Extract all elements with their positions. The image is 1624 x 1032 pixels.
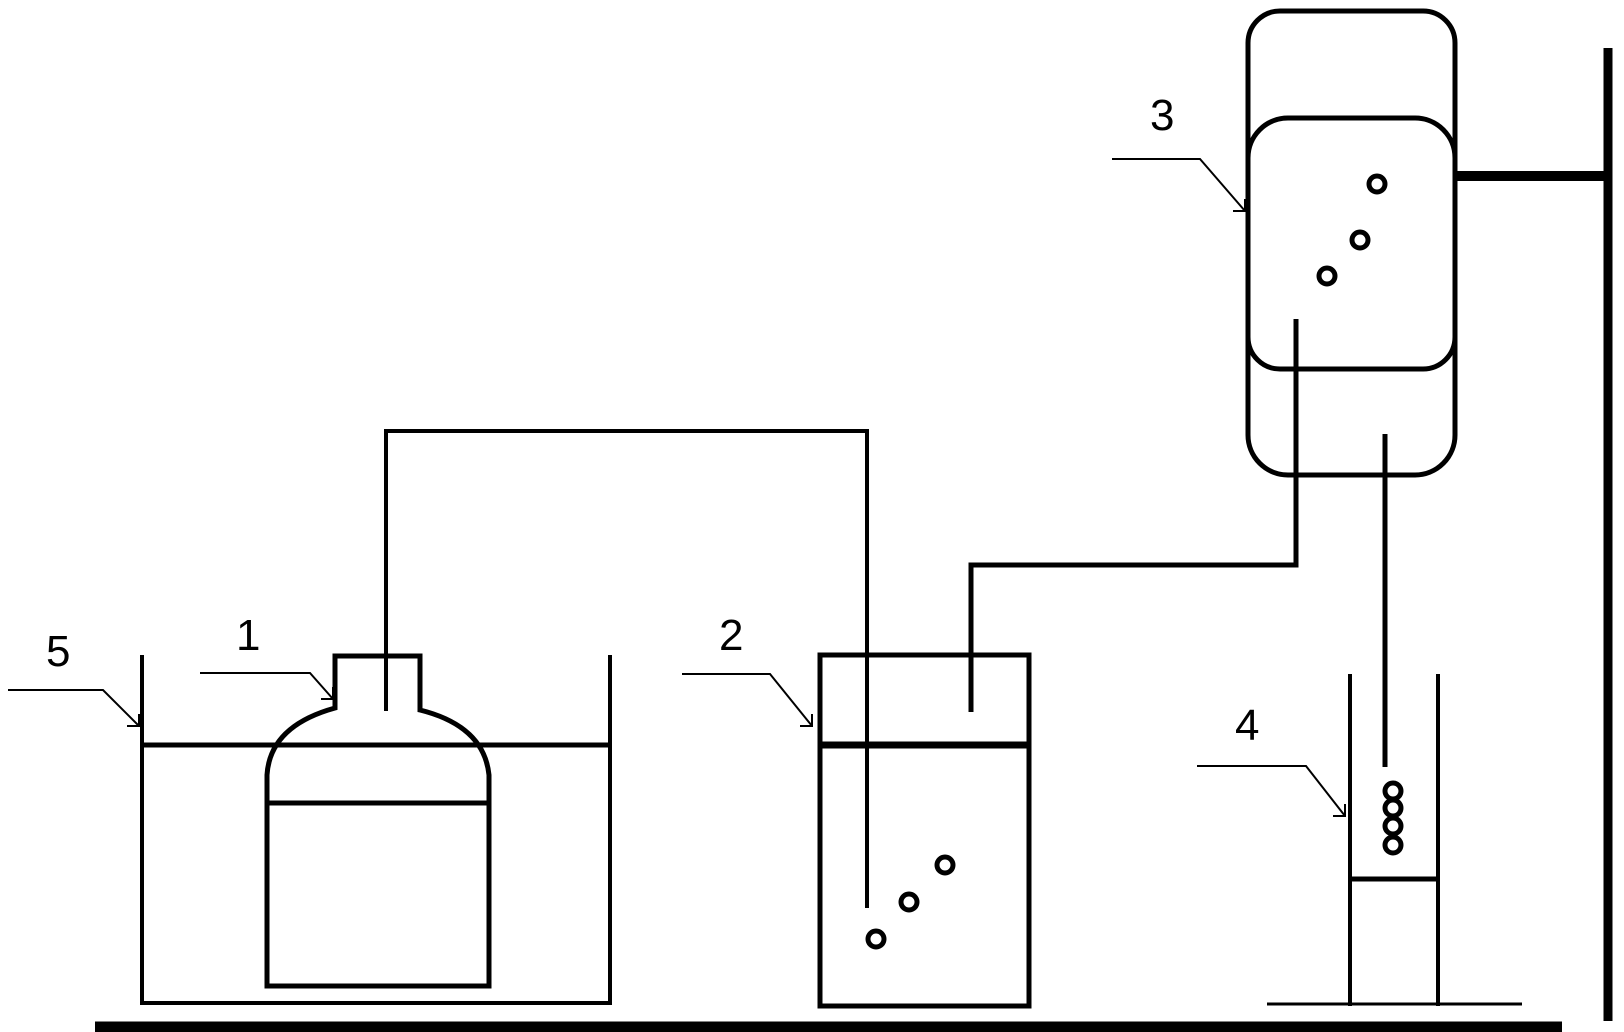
wash-bottle — [817, 652, 1032, 1009]
bubble — [1382, 834, 1404, 856]
label-1: 1 — [236, 611, 260, 660]
bubble — [1382, 815, 1404, 837]
bubble — [934, 854, 956, 876]
bath-container — [140, 655, 612, 1005]
label-5: 5 — [46, 627, 70, 676]
label-4: 4 — [1235, 701, 1259, 750]
collection-tube — [1267, 674, 1522, 1006]
bubble — [1382, 780, 1404, 802]
reservoir-back — [1245, 8, 1458, 372]
leader-line-1 — [200, 672, 334, 700]
support-stand — [1454, 48, 1613, 1021]
bubble — [1316, 265, 1338, 287]
leader-line-3 — [1112, 158, 1246, 212]
leader-line-4 — [1197, 765, 1346, 817]
bubble — [898, 891, 920, 913]
bubble — [1382, 797, 1404, 819]
flask-body — [264, 653, 492, 989]
connecting-tube-1-2 — [384, 429, 869, 908]
water-bath — [140, 655, 612, 1005]
reaction-flask — [264, 653, 492, 989]
leader-line-2 — [682, 673, 813, 727]
leader-line-5 — [8, 689, 140, 727]
bubble — [1349, 229, 1371, 251]
upper-reservoir — [1245, 8, 1458, 478]
bubble — [865, 928, 887, 950]
bubble — [1366, 173, 1388, 195]
label-3: 3 — [1150, 91, 1174, 140]
reservoir-front — [1245, 115, 1458, 478]
label-2: 2 — [719, 611, 743, 660]
connecting-tube-2-3 — [968, 319, 1299, 712]
bottle-body — [817, 652, 1032, 1009]
